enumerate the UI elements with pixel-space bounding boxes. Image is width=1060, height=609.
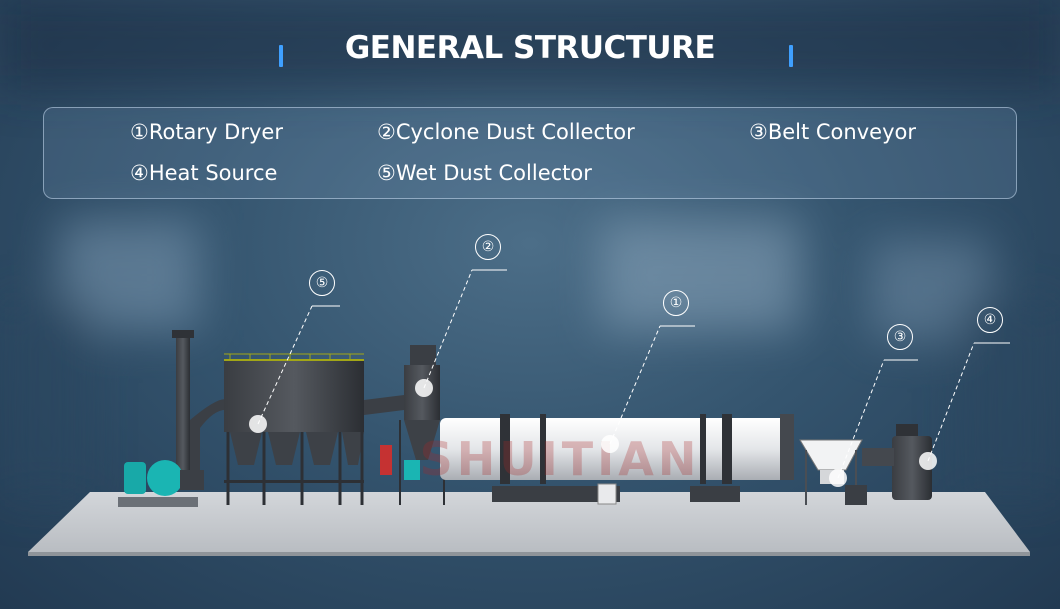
floor-platform <box>28 492 1030 552</box>
callout-label-2: ② <box>475 234 501 260</box>
callout-dot-5 <box>249 415 267 433</box>
callout-label-4: ④ <box>977 307 1003 333</box>
title-accent-right <box>789 45 793 67</box>
legend-panel: ①Rotary Dryer ②Cyclone Dust Collector ③B… <box>43 107 1017 199</box>
page-title: GENERAL STRUCTURE <box>344 30 716 66</box>
watermark: SHUITIAN <box>420 432 701 486</box>
legend-item-heat-source: ④Heat Source <box>130 161 278 185</box>
belt-conveyor <box>799 439 867 505</box>
callout-dot-4 <box>919 452 937 470</box>
fan-motor <box>124 462 146 494</box>
callout-dot-1 <box>601 435 619 453</box>
callout-label-3: ③ <box>887 324 913 350</box>
legend-item-belt-conveyor: ③Belt Conveyor <box>749 120 916 144</box>
chimney <box>176 336 190 486</box>
legend-item-wet-dust-collector: ⑤Wet Dust Collector <box>377 161 592 185</box>
heat-source <box>862 424 932 500</box>
callout-dot-2 <box>415 379 433 397</box>
callout-dot-3 <box>829 469 847 487</box>
title-accent-left <box>279 45 283 67</box>
cyclone-dust-collector <box>364 345 445 505</box>
legend-item-cyclone-dust-collector: ②Cyclone Dust Collector <box>377 120 635 144</box>
legend-item-rotary-dryer: ①Rotary Dryer <box>130 120 283 144</box>
callout-label-5: ⑤ <box>309 270 335 296</box>
wet-dust-collector <box>224 353 364 505</box>
callout-label-1: ① <box>663 290 689 316</box>
